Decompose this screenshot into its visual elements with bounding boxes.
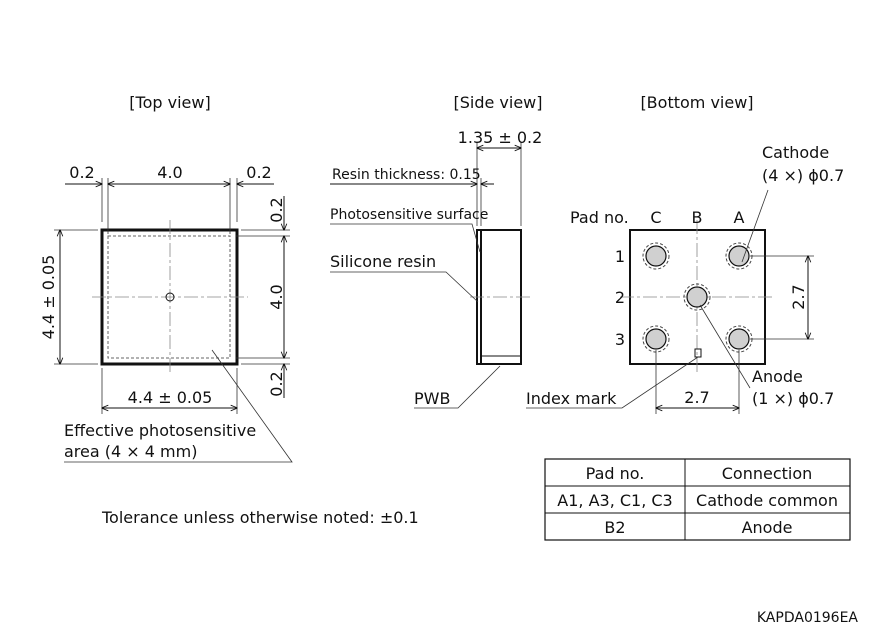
bottom-row-3: 3: [615, 330, 625, 349]
pad-c1: [642, 242, 670, 270]
bottom-row-1: 1: [615, 247, 625, 266]
pad-a3: [725, 325, 753, 353]
bottom-dim-vertical: 2.7: [789, 284, 808, 309]
side-pwb-label: PWB: [414, 389, 450, 408]
top-dim-bottom-margin: 0.2: [267, 371, 286, 396]
bottom-col-b: B: [692, 208, 703, 227]
table-header-connection: Connection: [722, 464, 813, 483]
effective-area-label-2: area (4 × 4 mm): [64, 442, 197, 461]
effective-area-leader: [64, 349, 293, 463]
table-cell: B2: [604, 518, 625, 537]
table-cell: Anode: [742, 518, 793, 537]
top-view-title: [Top view]: [129, 93, 210, 112]
pad-a1: [725, 242, 753, 270]
side-silicone-resin: Silicone resin: [330, 252, 436, 271]
top-dim-height-inner: 4.0: [267, 284, 286, 309]
table-cell: Cathode common: [696, 491, 838, 510]
index-mark-square: [694, 348, 702, 358]
top-dim-left-margin: 0.2: [69, 163, 94, 182]
bottom-col-c: C: [650, 208, 661, 227]
bottom-row-2: 2: [615, 288, 625, 307]
cathode-label-2: (4 ×) ϕ0.7: [762, 166, 844, 185]
table-header-pad-no: Pad no.: [586, 464, 645, 483]
top-dim-overall-height: 4.4 ± 0.05: [39, 255, 58, 340]
index-mark-label: Index mark: [526, 389, 617, 408]
tolerance-note: Tolerance unless otherwise noted: ±0.1: [101, 508, 419, 527]
drawing-code: KAPDA0196EA: [757, 610, 859, 626]
side-view-title: [Side view]: [453, 93, 542, 112]
top-dim-top-margin: 0.2: [267, 197, 286, 222]
top-dim-width: 4.0: [157, 163, 182, 182]
top-dim-overall-width: 4.4 ± 0.05: [128, 388, 213, 407]
pad-c3: [642, 325, 670, 353]
bottom-view-title: [Bottom view]: [640, 93, 753, 112]
bottom-pad-no-label: Pad no.: [570, 208, 629, 227]
side-resin-thickness: Resin thickness: 0.15: [332, 167, 481, 183]
pad-connection-table: Pad no. Connection A1, A3, C1, C3 Cathod…: [544, 458, 851, 541]
effective-area-label-1: Effective photosensitive: [64, 421, 256, 440]
bottom-col-a: A: [734, 208, 745, 227]
anode-label-1: Anode: [752, 367, 803, 386]
table-cell: A1, A3, C1, C3: [557, 491, 672, 510]
side-photosensitive-surface: Photosensitive surface: [330, 207, 488, 223]
pad-b2: [683, 283, 711, 311]
side-dim-thickness: 1.35 ± 0.2: [458, 128, 543, 147]
top-dim-right-margin: 0.2: [246, 163, 271, 182]
top-view-center-mark: [165, 292, 175, 302]
anode-label-2: (1 ×) ϕ0.7: [752, 389, 834, 408]
bottom-dim-horizontal: 2.7: [684, 388, 709, 407]
cathode-label-1: Cathode: [762, 143, 829, 162]
